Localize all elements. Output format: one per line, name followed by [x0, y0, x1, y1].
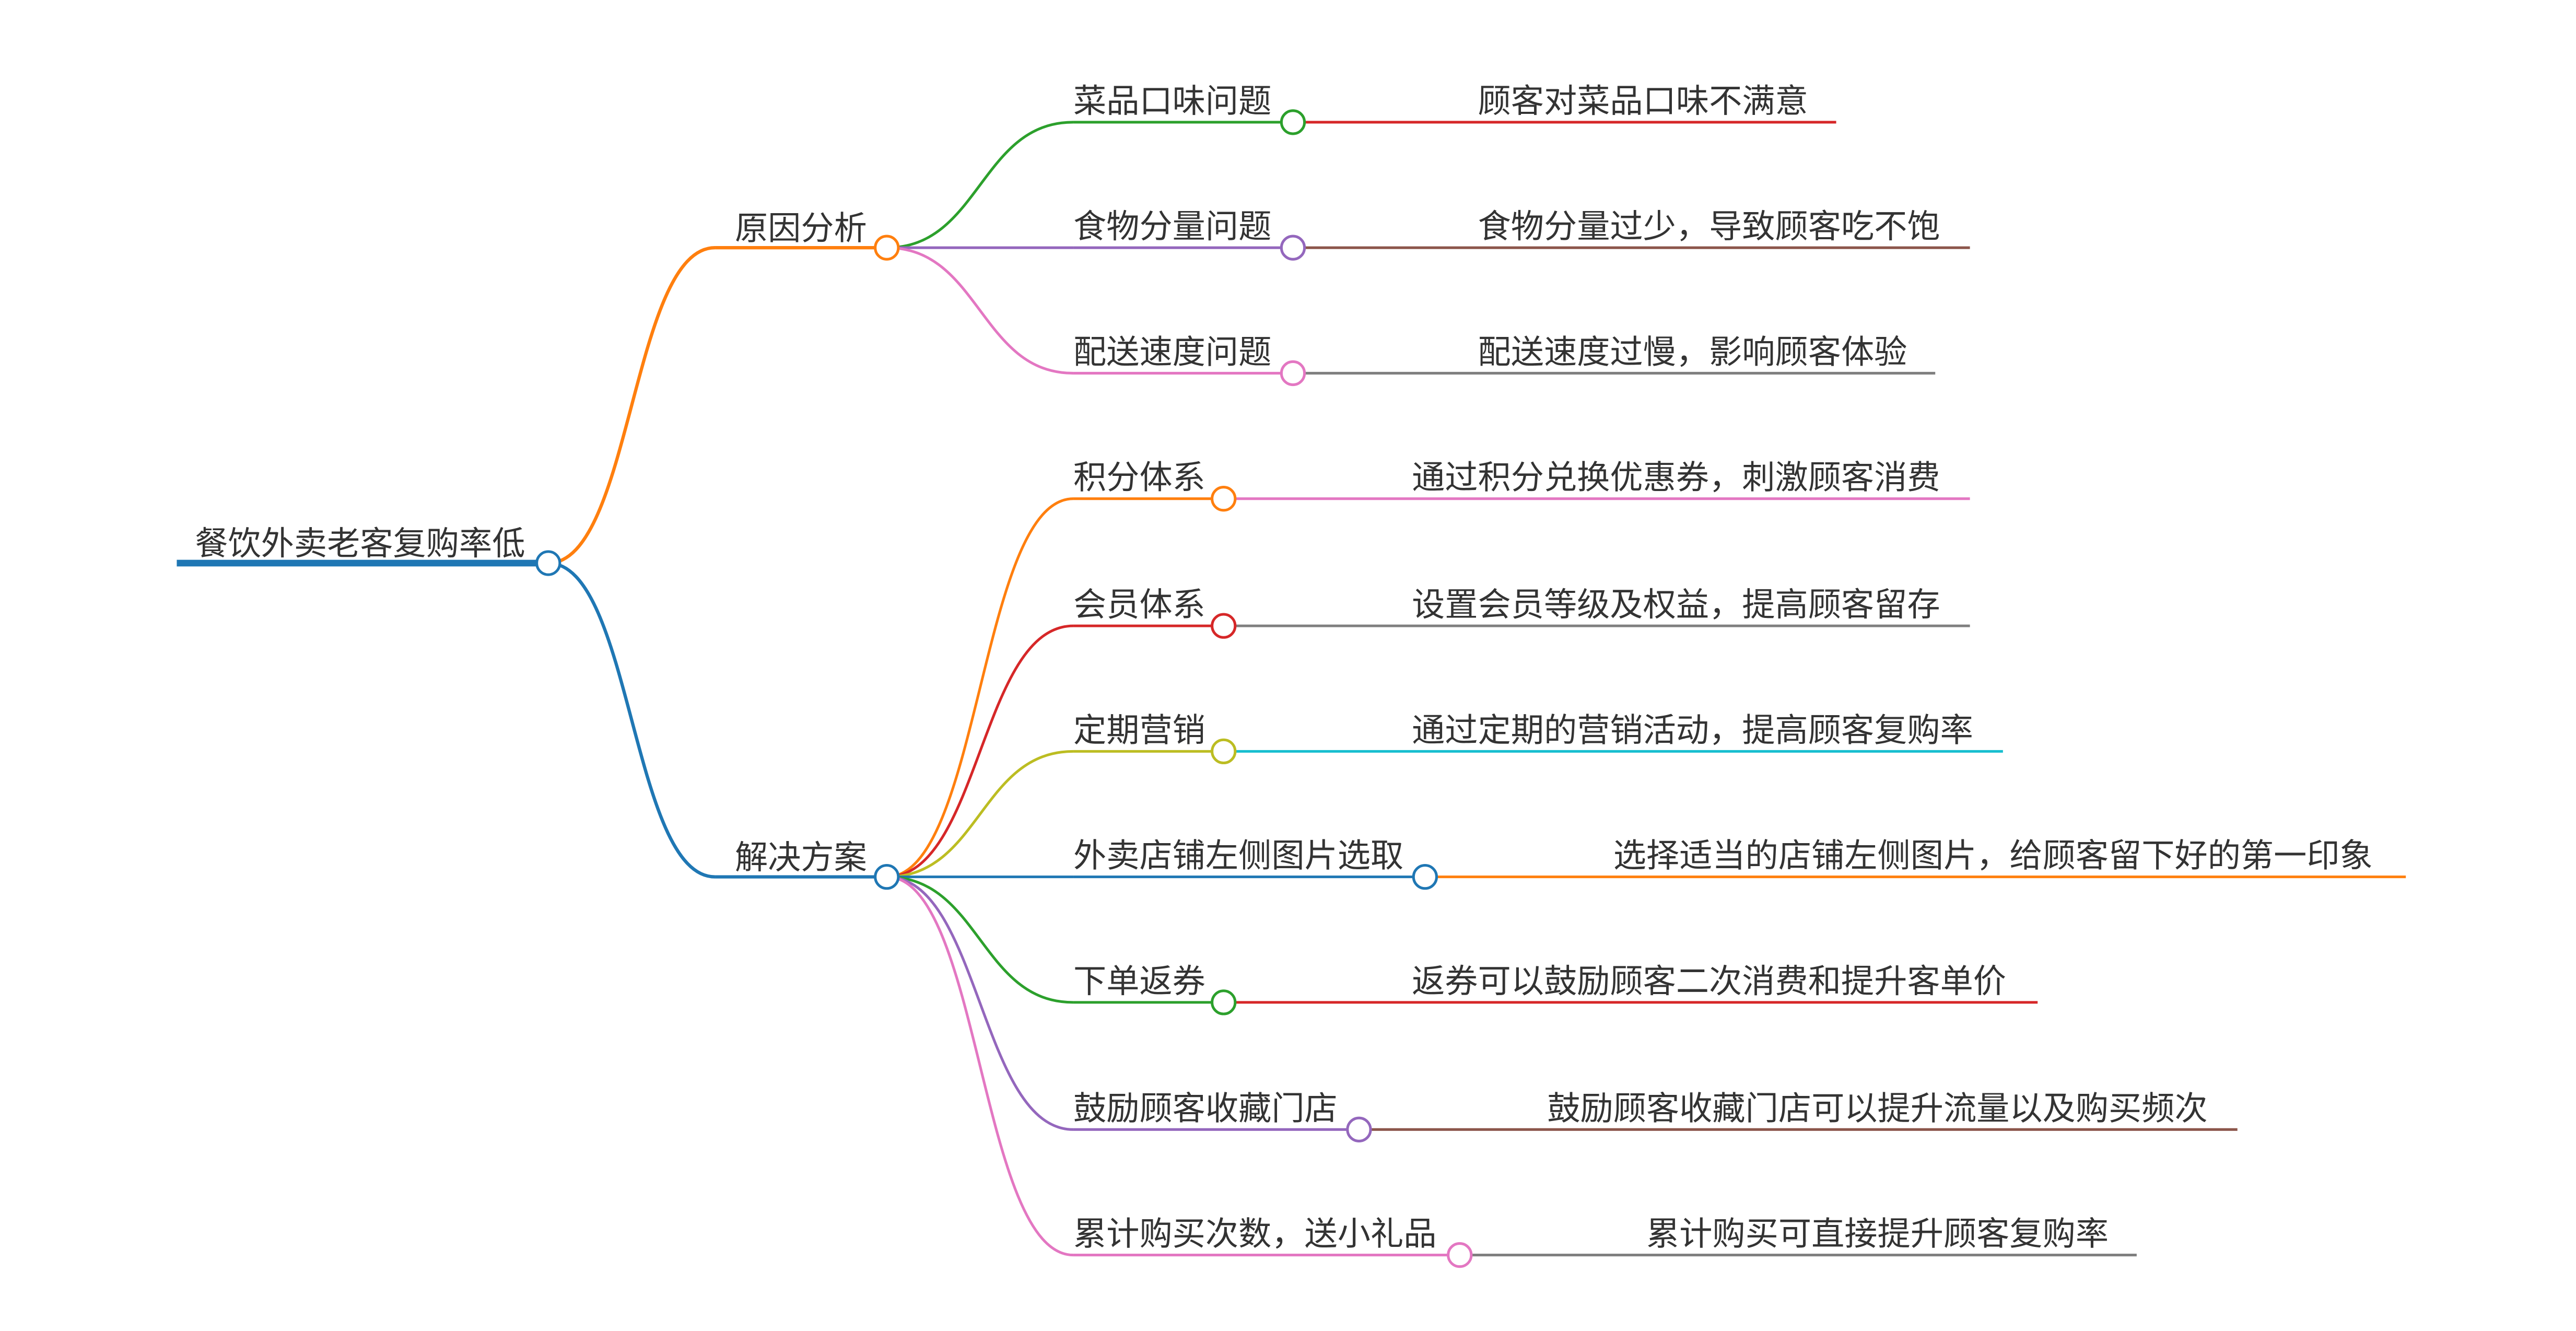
subtopic-label: 积分体系: [1073, 458, 1205, 497]
subtopic-collapse-toggle[interactable]: [1346, 1116, 1372, 1142]
leaf-label: 通过积分兑换优惠券，刺激顾客消费: [1412, 458, 1940, 497]
subtopic-collapse-toggle[interactable]: [1211, 613, 1237, 639]
subtopic-collapse-toggle[interactable]: [1211, 989, 1237, 1015]
subtopic-label: 配送速度问题: [1073, 332, 1271, 371]
subtopic-collapse-toggle[interactable]: [1211, 486, 1237, 512]
subtopic-collapse-toggle[interactable]: [1211, 738, 1237, 765]
subtopic-connector: [886, 750, 1074, 879]
branch-connector: [548, 561, 716, 879]
subtopic-label: 菜品口味问题: [1073, 81, 1271, 120]
subtopic-label: 下单返券: [1073, 962, 1205, 1000]
leaf-label: 选择适当的店铺左侧图片，给顾客留下好的第一印象: [1613, 836, 2373, 875]
leaf-label: 设置会员等级及权益，提高顾客留存: [1412, 585, 1940, 624]
subtopic-label: 外卖店铺左侧图片选取: [1073, 836, 1403, 875]
subtopic-collapse-toggle[interactable]: [1280, 360, 1306, 387]
root-topic-label: 餐饮外卖老客复购率低: [195, 524, 525, 563]
subtopic-connector: [886, 121, 1074, 249]
subtopic-collapse-toggle[interactable]: [1412, 863, 1438, 890]
branch-connector: [548, 246, 716, 565]
edges: [177, 121, 2406, 1257]
subtopic-connector: [886, 624, 1074, 879]
branch-topic-label: 解决方案: [735, 838, 867, 877]
leaf-label: 鼓励顾客收藏门店可以提升流量以及购买频次: [1547, 1089, 2207, 1127]
root-collapse-toggle[interactable]: [535, 550, 561, 576]
leaf-label: 配送速度过慢，影响顾客体验: [1478, 332, 1907, 371]
leaf-label: 返券可以鼓励顾客二次消费和提升客单价: [1412, 962, 2006, 1000]
subtopic-connector: [886, 246, 1074, 375]
subtopic-label: 累计购买次数，送小礼品: [1073, 1215, 1436, 1253]
subtopic-connector: [886, 875, 1074, 1257]
subtopic-label: 会员体系: [1073, 585, 1205, 624]
branch-collapse-toggle[interactable]: [874, 235, 900, 261]
leaf-label: 累计购买可直接提升顾客复购率: [1646, 1215, 2109, 1253]
branch-collapse-toggle[interactable]: [874, 863, 900, 890]
leaf-label: 食物分量过少，导致顾客吃不饱: [1478, 207, 1940, 246]
subtopic-collapse-toggle[interactable]: [1447, 1242, 1473, 1268]
subtopic-connector: [886, 497, 1074, 879]
subtopic-label: 鼓励顾客收藏门店: [1073, 1089, 1338, 1127]
subtopic-connector: [886, 875, 1074, 1131]
subtopic-collapse-toggle[interactable]: [1280, 109, 1306, 135]
subtopic-collapse-toggle[interactable]: [1280, 235, 1306, 261]
subtopic-connector: [886, 875, 1074, 1004]
leaf-label: 顾客对菜品口味不满意: [1478, 81, 1808, 120]
leaf-label: 通过定期的营销活动，提高顾客复购率: [1412, 710, 1973, 749]
subtopic-label: 食物分量问题: [1073, 207, 1271, 246]
branch-topic-label: 原因分析: [735, 208, 867, 247]
subtopic-label: 定期营销: [1073, 710, 1205, 749]
